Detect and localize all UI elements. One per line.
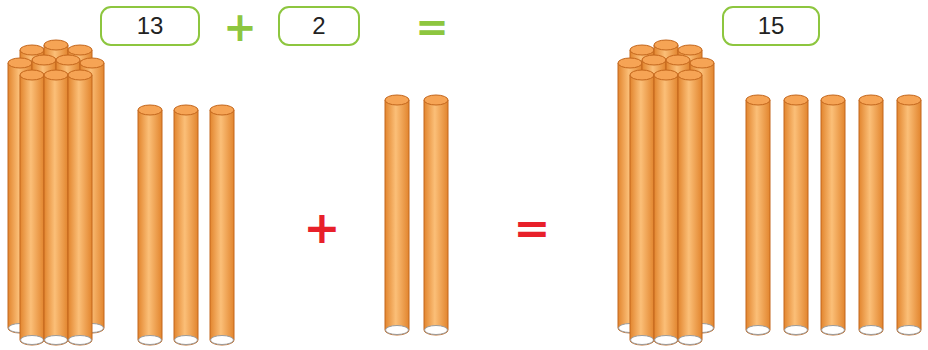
single-sticks <box>385 95 448 335</box>
single-sticks <box>138 105 234 345</box>
stick <box>20 70 44 345</box>
stick <box>746 95 770 335</box>
stick <box>210 105 234 345</box>
stick <box>859 95 883 335</box>
ten-bundle <box>8 40 104 345</box>
stick <box>630 70 654 345</box>
plus-sign: + <box>304 206 341 250</box>
stick <box>654 70 678 345</box>
number-text: 13 <box>137 14 164 38</box>
equals-sign: = <box>415 7 449 47</box>
stick <box>821 95 845 335</box>
stick <box>424 95 448 335</box>
single-sticks <box>746 95 921 335</box>
number-box: 2 <box>278 6 360 46</box>
stick <box>174 105 198 345</box>
plus-sign: + <box>223 7 257 47</box>
stick <box>68 70 92 345</box>
number-text: 2 <box>312 14 325 38</box>
stick <box>138 105 162 345</box>
number-box: 15 <box>722 6 820 46</box>
number-box: 13 <box>100 6 200 46</box>
ten-bundle <box>618 40 714 345</box>
stick <box>44 70 68 345</box>
stick <box>897 95 921 335</box>
number-text: 15 <box>758 14 785 38</box>
stick <box>385 95 409 335</box>
stick <box>784 95 808 335</box>
stick <box>678 70 702 345</box>
equals-sign: = <box>514 206 551 250</box>
